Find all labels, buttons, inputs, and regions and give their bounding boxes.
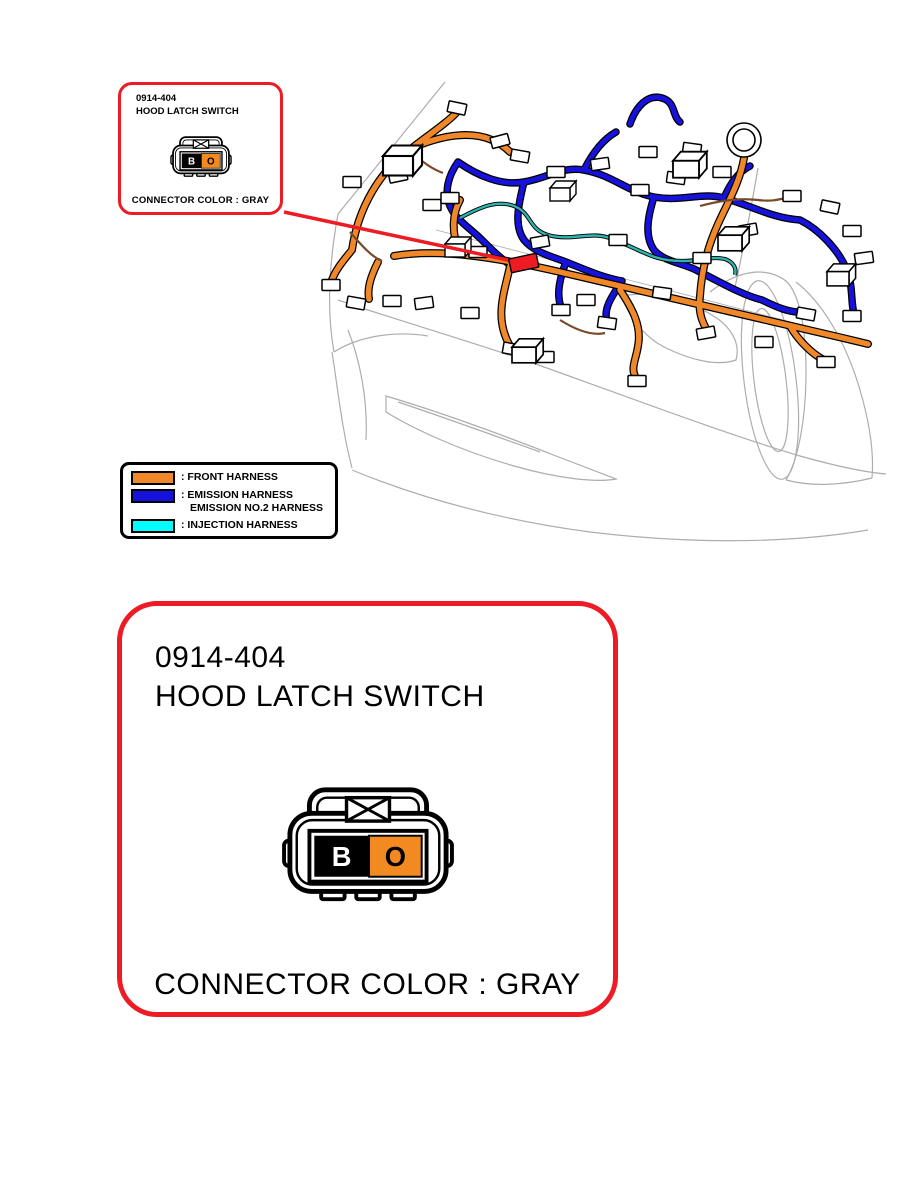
legend-label: : FRONT HARNESS <box>181 471 278 483</box>
grommet <box>726 122 762 158</box>
detail-code: 0914-404 <box>155 641 286 674</box>
terminal-b-label: B <box>188 156 195 167</box>
legend-label: : INJECTION HARNESS <box>181 519 298 531</box>
connector-face-drawing: B O <box>282 784 454 907</box>
legend-item-front-harness: : FRONT HARNESS <box>131 471 327 485</box>
legend-label: : EMISSION HARNESS EMISSION NO.2 HARNESS <box>181 489 324 514</box>
legend-item-injection-harness: : INJECTION HARNESS <box>131 519 327 533</box>
emission-harness-swatch-icon <box>131 489 175 503</box>
callout-name: HOOD LATCH SWITCH <box>136 106 239 117</box>
terminal-o-label: O <box>206 156 214 167</box>
terminal-o-label: O <box>384 841 405 872</box>
highlighted-connector <box>508 252 540 274</box>
injection-harness-path <box>460 204 736 275</box>
injection-harness-swatch-icon <box>131 519 175 533</box>
connector-face-icon: B O <box>169 136 232 178</box>
callout-leader-line <box>283 210 518 264</box>
callout-code: 0914-404 <box>136 93 177 104</box>
callout-box: 0914-404 HOOD LATCH SWITCH B O CONNECTOR… <box>118 82 283 215</box>
detail-panel: 0914-404 HOOD LATCH SWITCH B O CONNECTOR… <box>117 601 618 1017</box>
terminal-b-label: B <box>331 841 351 872</box>
callout-connector-color-note: CONNECTOR COLOR : GRAY <box>131 195 270 206</box>
detail-connector-color-note: CONNECTOR COLOR : GRAY <box>154 968 581 1001</box>
front-harness-swatch-icon <box>131 471 175 485</box>
legend-item-emission-harness: : EMISSION HARNESS EMISSION NO.2 HARNESS <box>131 489 327 515</box>
relay-boxes <box>381 144 857 364</box>
harness-legend: : FRONT HARNESS : EMISSION HARNESS EMISS… <box>120 462 338 539</box>
detail-name: HOOD LATCH SWITCH <box>155 680 485 713</box>
